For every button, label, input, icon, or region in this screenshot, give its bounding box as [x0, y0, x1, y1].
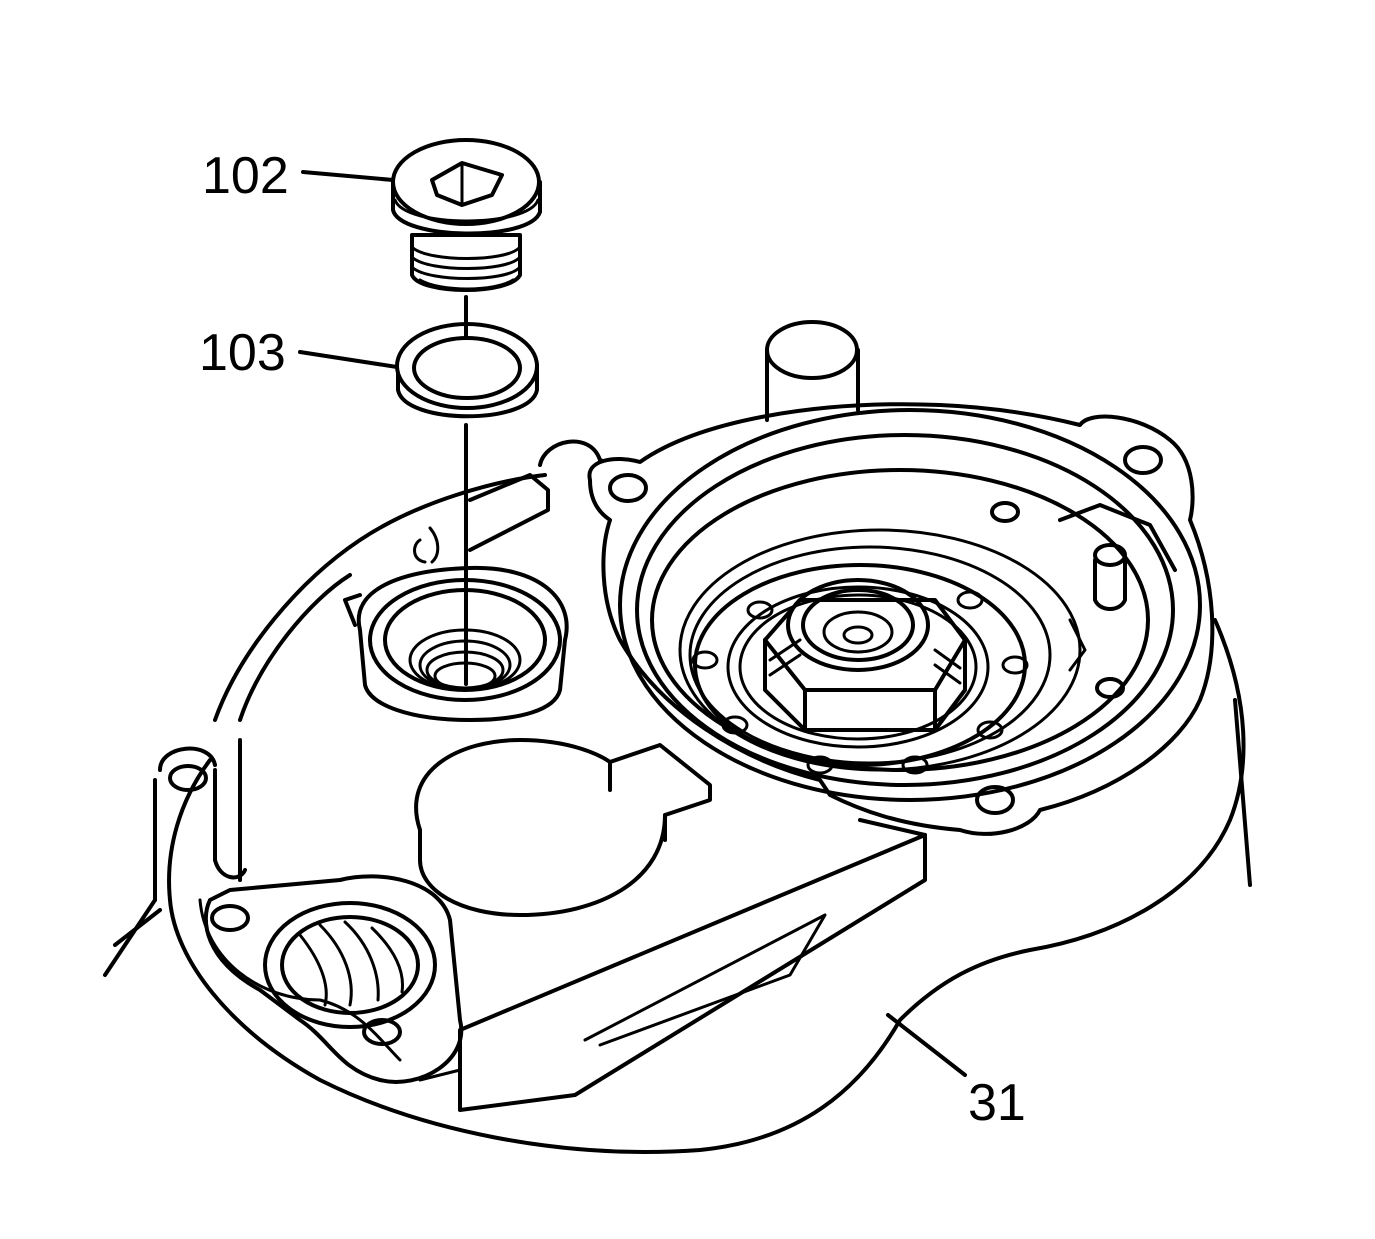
- hex-nut: [763, 578, 967, 732]
- callout-label-102: 102: [202, 147, 289, 205]
- sensor-pad: [414, 738, 712, 917]
- sealing-washer: [395, 322, 539, 419]
- callout-label-31: 31: [968, 1074, 1026, 1132]
- plug-bore: [343, 526, 569, 722]
- diagonal-rib: [458, 818, 927, 1112]
- housing-cover: [103, 473, 1252, 1154]
- cylinder-post: [765, 320, 860, 422]
- drain-plug: [391, 138, 542, 292]
- large-bore: [587, 402, 1215, 836]
- callout-102: 102: [202, 147, 395, 205]
- callout-label-103: 103: [199, 324, 286, 382]
- callout-31: 31: [886, 1013, 1026, 1132]
- callout-103: 103: [199, 324, 399, 382]
- lower-left-boss: [203, 874, 464, 1084]
